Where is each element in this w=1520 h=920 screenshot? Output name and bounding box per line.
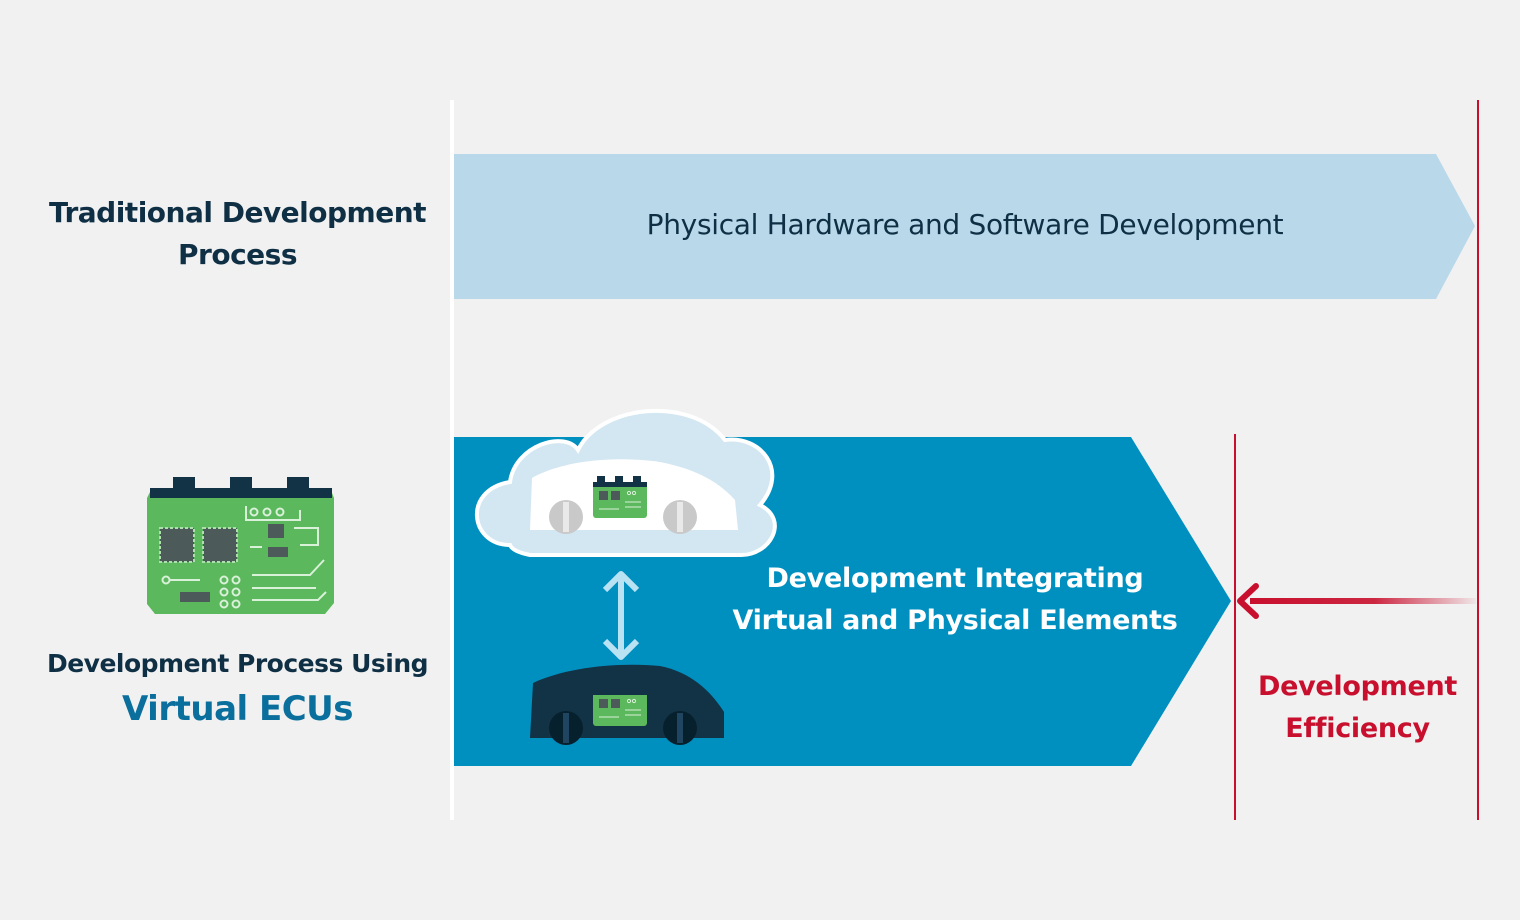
efficiency-line1: Development — [1257, 671, 1458, 702]
traditional-process-label: Traditional Development Process — [48, 196, 427, 271]
left-divider — [450, 100, 454, 820]
left-arrow-icon — [1237, 583, 1476, 619]
traditional-process-arrow — [454, 154, 1475, 299]
development-efficiency-label: Development Efficiency — [1240, 666, 1475, 750]
virtual-label-line1: Development Process Using — [46, 649, 429, 678]
ecu-board-icon — [147, 477, 334, 614]
virtual-process-label: Development Process Using Virtual ECUs — [20, 644, 455, 734]
virtual-arrow-text-line1: Development Integrating — [766, 563, 1144, 594]
virtual-arrow-text: Development Integrating Virtual and Phys… — [700, 558, 1210, 642]
efficiency-line2: Efficiency — [1285, 713, 1430, 744]
traditional-arrow-text: Physical Hardware and Software Developme… — [646, 208, 1284, 241]
virtual-label-line2: Virtual ECUs — [121, 689, 354, 729]
bidirectional-arrow-icon — [602, 571, 640, 660]
virtual-car-icon — [530, 459, 738, 534]
physical-car-icon — [530, 664, 724, 745]
virtual-arrow-text-line2: Virtual and Physical Elements — [732, 605, 1178, 636]
